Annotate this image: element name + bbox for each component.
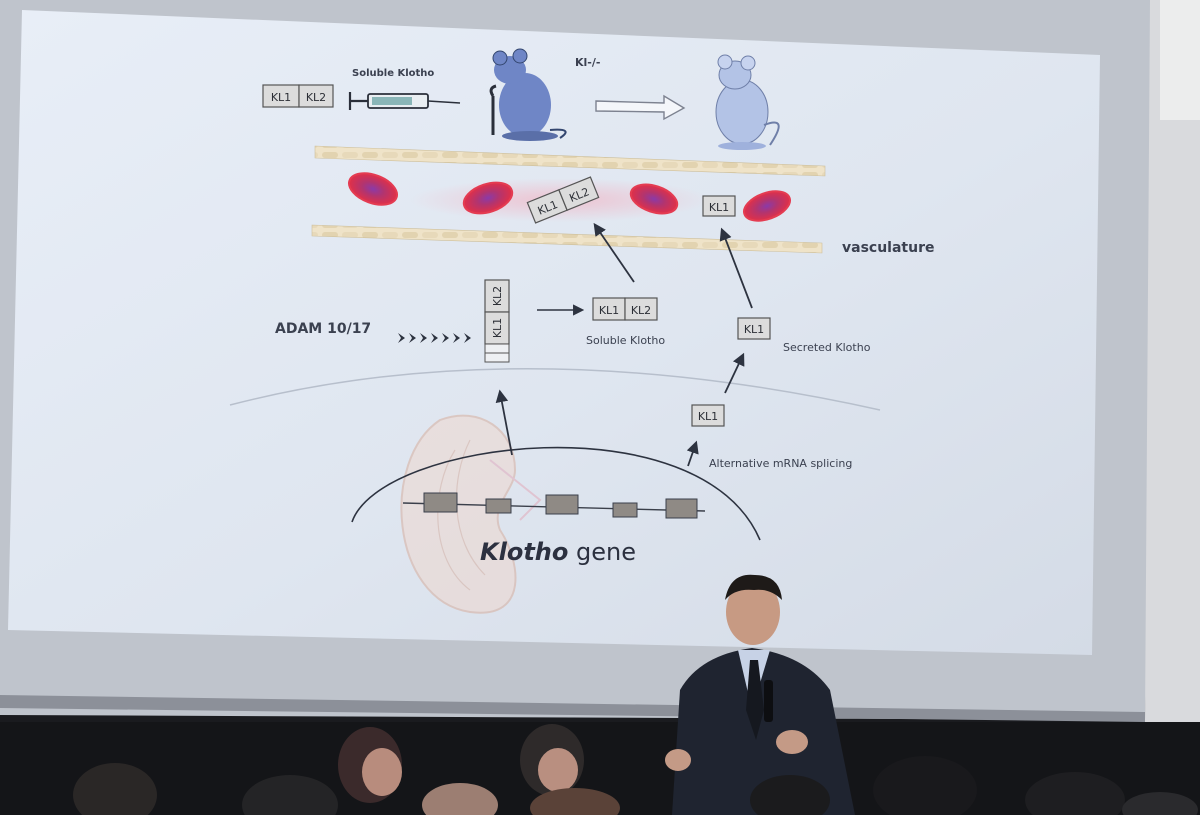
red-blood-cell bbox=[348, 172, 398, 206]
rescue-arrow bbox=[595, 94, 686, 121]
red-blood-cell bbox=[743, 190, 791, 222]
secreted-to-vessel-arrow bbox=[719, 227, 753, 309]
kl1-protein-vessel: KL1 bbox=[702, 195, 736, 217]
exon bbox=[545, 494, 579, 515]
audience-head bbox=[530, 788, 620, 815]
healthy-mouse-icon bbox=[715, 54, 780, 150]
screen-bottom-bar bbox=[0, 695, 1145, 722]
aged-mouse-icon bbox=[489, 48, 567, 141]
audience-head bbox=[1025, 772, 1125, 815]
red-blood-cell bbox=[462, 181, 514, 215]
splicing-label: Alternative mRNA splicing bbox=[709, 457, 852, 470]
adam-label: ADAM 10/17 bbox=[275, 321, 371, 337]
soluble-klotho-label-top: Soluble Klotho bbox=[352, 68, 434, 79]
adam-cleavage-chevrons bbox=[398, 333, 471, 343]
membrane-kl1: KL1 bbox=[491, 318, 504, 338]
exon bbox=[665, 498, 698, 519]
vasculature-label: vasculature bbox=[842, 240, 934, 256]
speaker bbox=[665, 574, 855, 815]
audience-head bbox=[750, 775, 830, 815]
exon bbox=[612, 502, 638, 518]
svg-text:KL1: KL1 bbox=[599, 304, 619, 317]
vessel-wall-bottom bbox=[311, 224, 823, 254]
soluble-to-vessel-arrow bbox=[593, 222, 635, 283]
top-kl2: KL2 bbox=[306, 91, 326, 104]
svg-text:KL1: KL1 bbox=[744, 323, 764, 336]
red-blood-cell bbox=[629, 183, 679, 215]
vessel-wall-top bbox=[314, 145, 826, 177]
nuclear-envelope bbox=[351, 446, 761, 541]
klotho-gene-label: Klotho gene bbox=[480, 538, 636, 566]
membrane-kl2: KL2 bbox=[491, 286, 504, 306]
soluble-klotho-protein: KL1 KL2 bbox=[592, 297, 658, 321]
secreted-klotho-protein: KL1 bbox=[737, 317, 771, 340]
cell-membrane bbox=[229, 368, 881, 411]
audience-head bbox=[873, 756, 977, 815]
syringe-icon bbox=[348, 92, 461, 110]
secreted-klotho-label: Secreted Klotho bbox=[783, 341, 871, 354]
exon bbox=[485, 498, 512, 514]
red-blood-cells bbox=[348, 172, 791, 222]
side-wall bbox=[1110, 0, 1200, 815]
translation-arrow bbox=[495, 389, 513, 456]
audience-head bbox=[422, 783, 498, 815]
kl1-kl2-protein-vessel: KL1 KL2 bbox=[526, 176, 600, 224]
audience-head bbox=[73, 763, 157, 815]
audience-face bbox=[538, 748, 578, 792]
spliced-kl1-protein: KL1 bbox=[691, 404, 725, 427]
audience-head bbox=[1122, 792, 1198, 815]
svg-text:KL2: KL2 bbox=[631, 304, 651, 317]
slide bbox=[8, 10, 1100, 655]
kl1-kl2-protein-top: KL1 KL2 bbox=[262, 84, 334, 108]
membrane-klotho-protein: KL2 KL1 bbox=[484, 279, 510, 363]
svg-text:KL1: KL1 bbox=[698, 410, 718, 423]
top-kl1: KL1 bbox=[271, 91, 291, 104]
audience-head bbox=[242, 775, 338, 815]
audience-heads bbox=[73, 724, 1198, 815]
soluble-klotho-label: Soluble Klotho bbox=[586, 334, 665, 347]
kl-knockout-label: Kl-/- bbox=[575, 56, 600, 69]
klotho-gene-diagram bbox=[402, 492, 706, 519]
audience-face bbox=[362, 748, 402, 796]
secretion-arrow bbox=[724, 352, 745, 394]
splicing-arrow bbox=[686, 440, 699, 467]
exon bbox=[423, 492, 458, 513]
wall-panel bbox=[1160, 0, 1200, 120]
svg-text:KL1: KL1 bbox=[709, 201, 729, 214]
